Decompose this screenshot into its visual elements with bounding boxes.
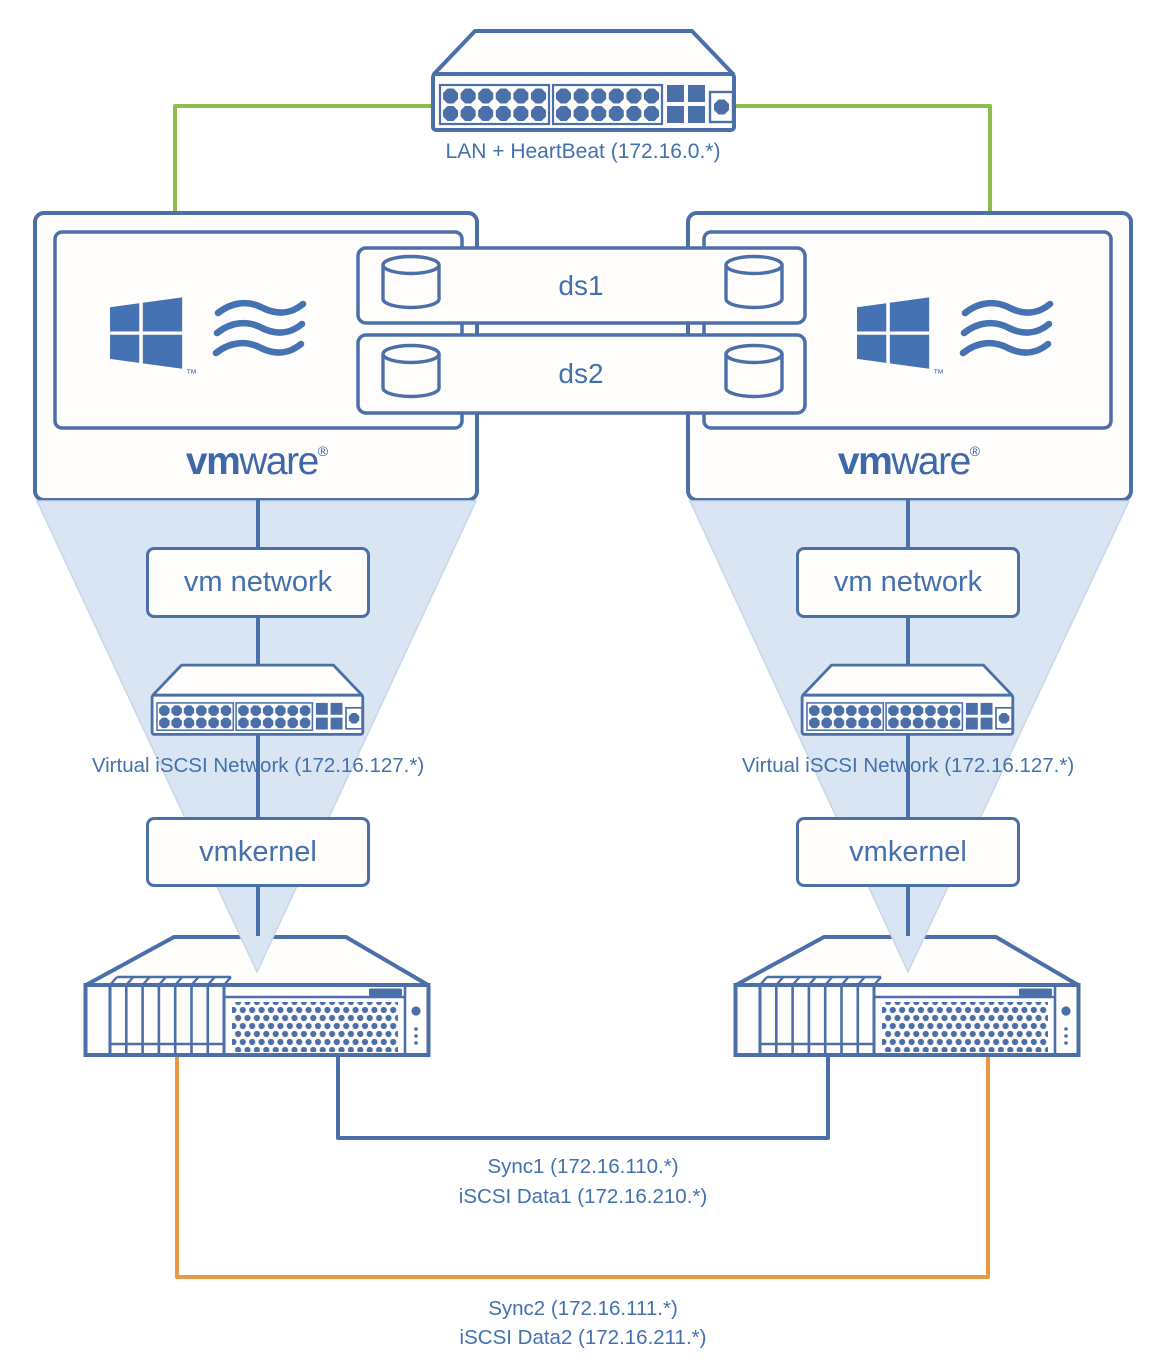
vmkernel-box-left: vmkernel [146,817,370,887]
sync1-label: Sync1 (172.16.110.*) [487,1155,679,1179]
database-cylinder-icon [724,254,784,310]
virtual-iscsi-network-label-left: Virtual iSCSI Network (172.16.127.*) [91,754,425,778]
vm-network-label: vm network [183,566,333,598]
vmware-logo-bold: vm [837,440,893,483]
vm-network-box-left: vm network [146,547,370,618]
vmware-logo-bold: vm [185,440,241,483]
datastore-box-ds1 [356,246,807,325]
iscsi-data2-label: iSCSI Data2 (172.16.211.*) [459,1326,707,1350]
iscsi-data1-label: iSCSI Data1 (172.16.210.*) [458,1185,708,1209]
vm-network-box-right: vm network [796,547,1020,618]
branch-switch-icon-right [802,665,1013,734]
vm-network-label: vm network [833,566,983,598]
sync1-link [336,1054,830,1140]
database-cylinder-icon [381,343,441,399]
vmware-logo-rest: ware [239,440,319,483]
vmkernel-label: vmkernel [199,835,317,868]
sync2-link [175,1054,990,1279]
registered-mark: ® [317,443,329,459]
vmware-logo-left: vmware® [186,440,328,484]
virtual-iscsi-network-label-right: Virtual iSCSI Network (172.16.127.*) [741,754,1075,778]
registered-mark: ® [969,443,981,459]
lan-link-right [735,104,992,211]
windows-tm-right: ™ [933,368,944,380]
database-cylinder-icon [381,254,441,310]
datastore-ds2-label: ds2 [558,357,604,389]
branch-switch-icon-left [152,665,363,734]
sync2-label: Sync2 (172.16.111.*) [488,1297,678,1321]
database-cylinder-icon [724,343,784,399]
lan-link-left [173,104,432,211]
vmware-logo-rest: ware [891,440,971,483]
lan-network-label: LAN + HeartBeat (172.16.0.*) [445,139,721,163]
datastore-box-ds2 [356,333,807,415]
datastore-ds1-label: ds1 [558,269,604,301]
vmkernel-label: vmkernel [849,835,967,868]
lan-switch-icon [433,31,734,130]
vmware-logo-right: vmware® [838,440,980,484]
windows-tm-left: ™ [186,368,197,380]
vmkernel-box-right: vmkernel [796,817,1020,887]
